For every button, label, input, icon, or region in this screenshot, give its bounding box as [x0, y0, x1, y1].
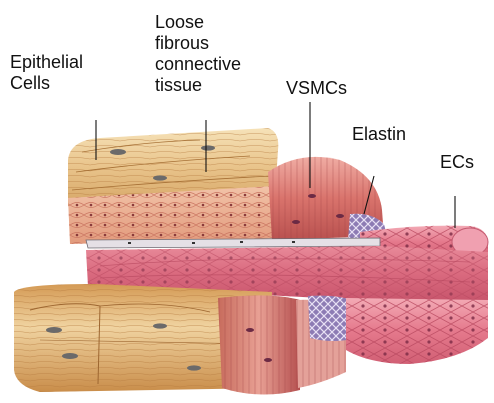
label-vsmcs-text: VSMCs	[286, 78, 347, 99]
label-epithelial-line1: Epithelial	[10, 52, 83, 73]
label-loose-line3: connective	[155, 54, 241, 75]
label-loose-fibrous-tissue: Loose fibrous connective tissue	[155, 12, 241, 96]
label-loose-line4: tissue	[155, 75, 241, 96]
endothelium-lower	[346, 298, 488, 364]
label-epithelial-cells: Epithelial Cells	[10, 52, 83, 94]
label-ecs-text: ECs	[440, 152, 474, 173]
label-loose-line2: fibrous	[155, 33, 241, 54]
label-elastin: Elastin	[352, 124, 406, 145]
label-ecs: ECs	[440, 152, 474, 173]
label-elastin-text: Elastin	[352, 124, 406, 145]
label-vsmcs: VSMCs	[286, 78, 347, 99]
label-loose-line1: Loose	[155, 12, 241, 33]
label-epithelial-line2: Cells	[10, 73, 83, 94]
